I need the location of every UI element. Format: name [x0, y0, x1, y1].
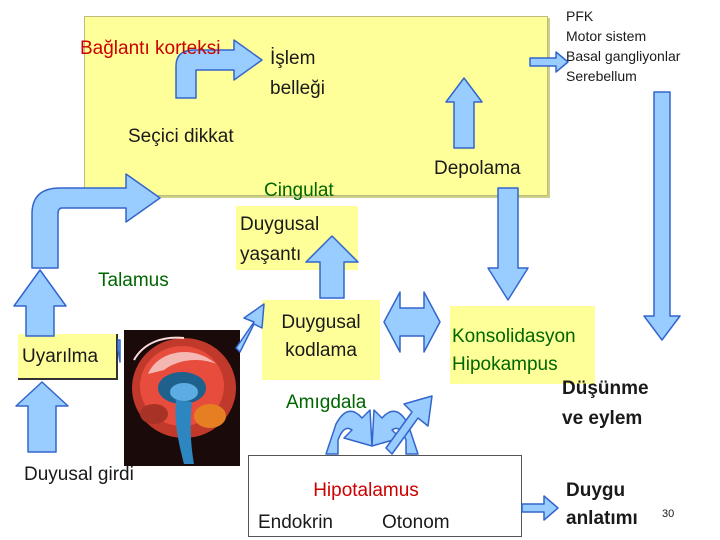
label-pfk: PFK — [566, 8, 594, 24]
label-hipotalamus: Hipotalamus — [313, 480, 419, 501]
brain-mri-sagittal-icon — [124, 330, 240, 466]
label-islem-bellegi-2: belleği — [270, 78, 325, 99]
label-otonom: Otonom — [382, 512, 450, 533]
label-islem-bellegi-1: İşlem — [270, 48, 316, 69]
label-endokrin: Endokrin — [258, 512, 333, 533]
label-duyusal-girdi: Duyusal girdi — [24, 464, 134, 485]
label-secici-dikkat: Seçici dikkat — [128, 126, 234, 147]
arrow-amigdala-hipotalamus — [325, 409, 373, 455]
slide-number: 30 — [662, 508, 675, 520]
label-serebellum: Serebellum — [566, 68, 637, 84]
label-talamus: Talamus — [98, 270, 169, 291]
label-duygusal-kodlama-1: Duygusal — [281, 312, 361, 333]
label-duygu-2: anlatımı — [566, 508, 638, 529]
arrow-uyarilma-right — [117, 339, 121, 363]
arrow-double-horizontal — [383, 291, 441, 353]
hipotalamus-box — [248, 455, 522, 537]
arrow-kodlama-up — [305, 235, 359, 299]
arrow-depolama-down — [487, 187, 529, 301]
label-dusunme-1: Düşünme — [562, 378, 649, 399]
label-cingulat: Cingulat — [264, 180, 334, 201]
arrow-uyarilma-up — [13, 269, 67, 337]
hipokampus-box — [450, 306, 595, 384]
uyarilma-box — [18, 334, 118, 380]
arrow-duyusal-up — [15, 381, 69, 453]
label-duygusal-yasanti-1: Duygusal — [240, 214, 320, 235]
arrow-brain-diagonal — [235, 303, 265, 353]
label-motor-sistem: Motor sistem — [566, 28, 647, 44]
duygusal-kodlama-box — [262, 300, 380, 380]
label-amigdala: Amıgdala — [286, 392, 367, 413]
arrow-hipotalamus-duygu — [521, 495, 559, 521]
label-depolama: Depolama — [434, 158, 521, 179]
label-duygusal-yasanti-2: yaşantı — [240, 244, 302, 265]
curved-arrow-talamus — [31, 173, 161, 269]
arrow-pfk-down — [643, 91, 681, 341]
arrow-depolama-up — [445, 77, 483, 149]
label-konsolidasyon: Konsolidasyon — [452, 326, 576, 347]
label-uyarilma: Uyarılma — [22, 346, 99, 367]
label-basal-gangliyonlar: Basal gangliyonlar — [566, 48, 681, 64]
label-duygusal-kodlama-2: kodlama — [285, 340, 357, 361]
label-hipokampus: Hipokampus — [452, 354, 558, 375]
label-dusunme-2: ve eylem — [562, 408, 643, 429]
curved-arrow-islem — [175, 39, 263, 99]
arrow-cortex-pfk — [529, 51, 569, 73]
label-duygu-1: Duygu — [566, 480, 626, 501]
label-baglanti-korteksi: Bağlantı korteksi — [80, 38, 221, 59]
